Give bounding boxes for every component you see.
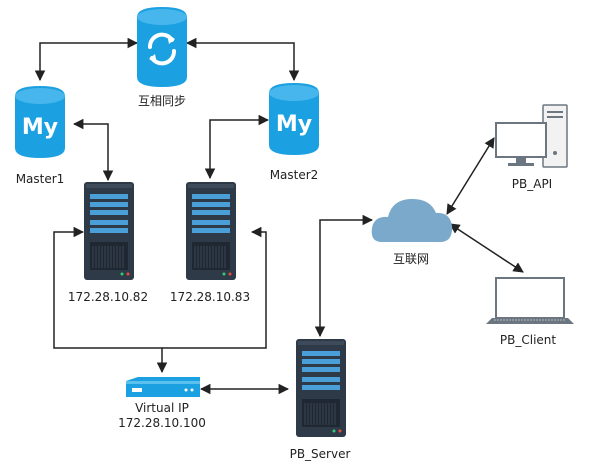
pb-api-label: PB_API bbox=[512, 177, 552, 191]
server1-icon bbox=[83, 181, 135, 281]
vip-name-label: Virtual IP bbox=[135, 401, 189, 415]
desktop-computer-icon bbox=[495, 104, 568, 168]
connectors bbox=[34, 37, 524, 395]
internet-client-link bbox=[449, 223, 524, 273]
master2-db-icon bbox=[269, 83, 319, 155]
server2-ip-label: 172.28.10.83 bbox=[170, 290, 250, 304]
pbserver-internet-link bbox=[314, 214, 374, 338]
master1-db-icon bbox=[15, 86, 65, 158]
pb-server-icon bbox=[295, 338, 347, 438]
internet-label: 互联网 bbox=[393, 252, 429, 266]
pb-client-label: PB_Client bbox=[500, 333, 557, 347]
vip-address-label: 172.28.10.100 bbox=[118, 416, 206, 430]
vip-server2-link bbox=[162, 226, 267, 349]
sync-link-master2 bbox=[185, 37, 300, 82]
master1-label: Master1 bbox=[16, 172, 65, 186]
sync-db bbox=[137, 7, 187, 87]
master1-server1-link bbox=[72, 118, 114, 182]
sync-db-icon bbox=[137, 7, 187, 87]
laptop-icon bbox=[486, 277, 574, 324]
server2-icon bbox=[185, 181, 237, 281]
sync-link-master1 bbox=[34, 37, 139, 82]
master2-server2-link bbox=[204, 114, 270, 180]
router-icon bbox=[126, 377, 200, 397]
cloud-icon bbox=[371, 198, 453, 242]
vip-server1-link bbox=[53, 226, 168, 374]
internet-api-link bbox=[446, 137, 495, 215]
master2-label: Master2 bbox=[270, 168, 319, 182]
pb-server-label: PB_Server bbox=[290, 447, 351, 461]
server1-ip-label: 172.28.10.82 bbox=[68, 290, 148, 304]
sync-label: 互相同步 bbox=[138, 94, 186, 108]
